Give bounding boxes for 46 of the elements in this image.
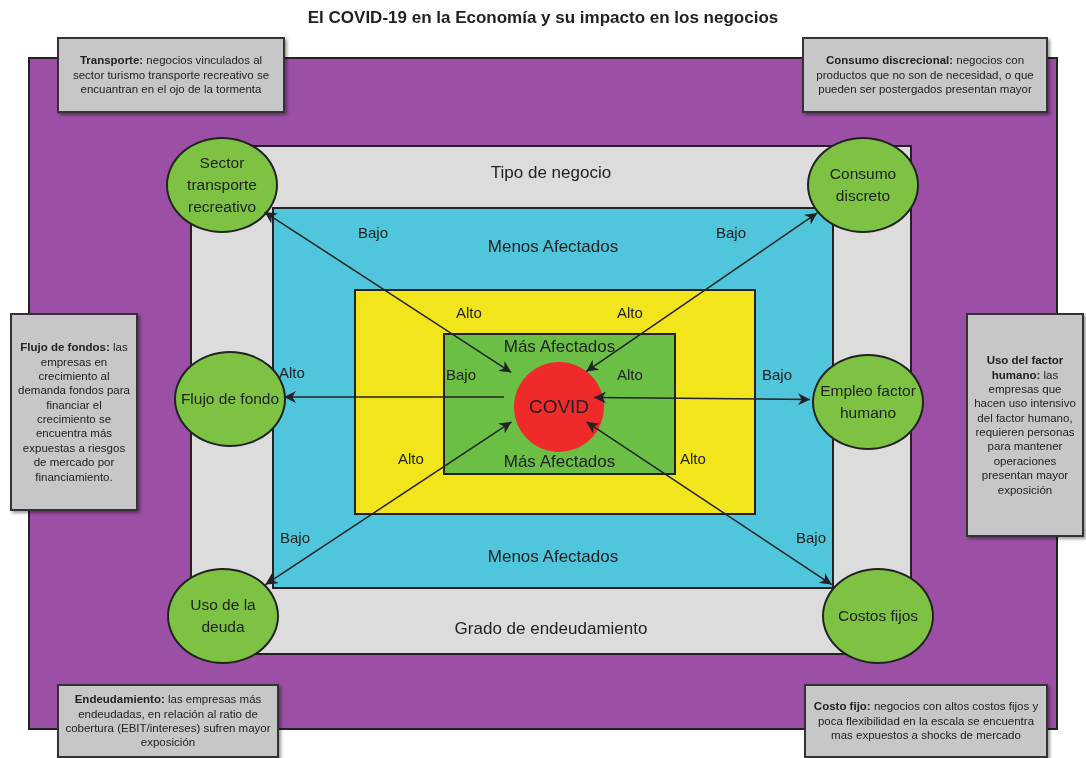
region-label: Más Afectados: [503, 452, 616, 472]
note-box: [57, 37, 285, 113]
note-box: [10, 313, 138, 511]
level-label: Alto: [456, 304, 482, 321]
node-label: Consumo discreto: [828, 164, 898, 206]
region-label: Tipo de negocio: [490, 163, 612, 183]
level-label: Alto: [617, 366, 643, 383]
diagram-title: El COVID-19 en la Economía y su impacto en los negocios: [306, 8, 780, 28]
note-box: [57, 684, 279, 758]
level-label: Bajo: [446, 366, 477, 383]
note-text: Uso del factor humano: las empresas que hacen uso intensivo del factor humano, requieren personas para mantener operaciones presentan mayor exposición: [973, 353, 1077, 497]
note-box: [804, 684, 1048, 758]
region-box: [354, 289, 756, 515]
region-label: Grado de endeudamiento: [454, 619, 648, 639]
node-label: COVID: [528, 394, 590, 419]
note-text: Transporte: negocios vinculados al sector turismo transporte recreativo se encuantran en el ojo de la tormenta: [71, 53, 271, 97]
note-box: [966, 313, 1084, 537]
level-label: Alto: [680, 450, 706, 467]
note-box: [802, 37, 1048, 113]
note-text: Costo fijo: negocios con altos costos fijos y poca flexibilidad en la escala se encuentra mas expuestos a shocks de mercado: [812, 699, 1040, 743]
double-arrow: [264, 421, 513, 586]
level-label: Bajo: [716, 224, 747, 241]
level-label: Bajo: [280, 529, 311, 546]
level-label: Bajo: [796, 529, 827, 546]
node-label: Flujo de fondo: [180, 389, 280, 410]
region-label: Más Afectados: [503, 337, 616, 357]
note-text: Consumo discrecional: negocios con productos que no son de necesidad, o que pueden ser postergados presentan mayor: [815, 53, 1035, 97]
note-text: Flujo de fondos: las empresas en crecimiento al demanda fondos para financiar el crecimiento se encuentra más expuestas a riesgos de mercado por financiamiento.: [17, 340, 131, 484]
double-arrow: [593, 391, 811, 406]
level-label: Alto: [617, 304, 643, 321]
node-label: Costos fijos: [837, 606, 919, 627]
note-text: Endeudamiento: las empresas más endeudadas, en relación al ratio de cobertura (EBIT/intereses) sufren mayor exposición: [64, 692, 272, 750]
region-label: Menos Afectados: [487, 237, 619, 257]
double-arrow: [585, 212, 819, 373]
region-box: [443, 333, 676, 475]
double-arrow: [283, 391, 505, 403]
node-label: Empleo factor humano: [819, 381, 917, 423]
level-label: Bajo: [358, 224, 389, 241]
level-label: Bajo: [762, 366, 793, 383]
level-label: Alto: [398, 450, 424, 467]
region-label: Menos Afectados: [487, 547, 619, 567]
double-arrow: [585, 421, 833, 586]
double-arrow: [263, 211, 513, 374]
level-label: Alto: [279, 364, 305, 381]
node-label: Sector transporte recreativo: [186, 153, 258, 217]
node-label: Uso de la deuda: [189, 595, 257, 637]
